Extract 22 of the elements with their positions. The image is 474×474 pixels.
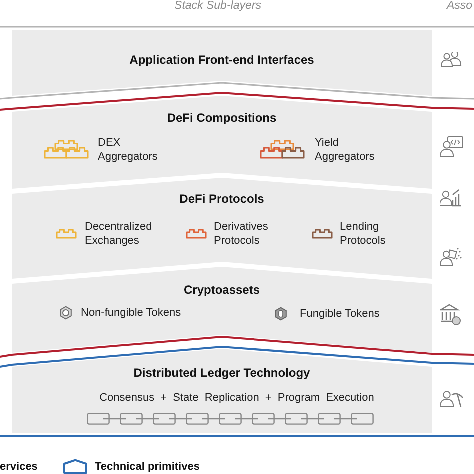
- component-label: Lending Protocols: [340, 220, 386, 248]
- component-label: Yield Aggregators: [315, 136, 375, 164]
- component-label: DEX Aggregators: [98, 136, 158, 164]
- column-header: Asso: [447, 0, 473, 13]
- component-label: Derivatives Protocols: [214, 220, 268, 248]
- component-label: Non-fungible Tokens: [81, 306, 182, 320]
- component-label: Fungible Tokens: [300, 307, 380, 321]
- component-label: Consensus + State Replication + Program Execution: [100, 391, 374, 405]
- layer-band: [12, 96, 432, 189]
- layer-band: [12, 30, 432, 96]
- component-label: Decentralized Exchanges: [85, 220, 152, 248]
- layer-band: [12, 178, 432, 279]
- layer-heading: Distributed Ledger Technology: [134, 366, 310, 380]
- column-header: Stack Sub-layers: [174, 0, 262, 13]
- legend-label: Technical primitives: [95, 460, 200, 474]
- layer-band: [12, 349, 432, 433]
- layer-heading: DeFi Protocols: [180, 192, 264, 206]
- layer-heading: Application Front-end Interfaces: [130, 53, 314, 67]
- layer-heading: Cryptoassets: [184, 283, 260, 297]
- legend-label: ervices: [0, 460, 38, 474]
- layer-band: [12, 267, 432, 353]
- layer-heading: DeFi Compositions: [167, 111, 277, 125]
